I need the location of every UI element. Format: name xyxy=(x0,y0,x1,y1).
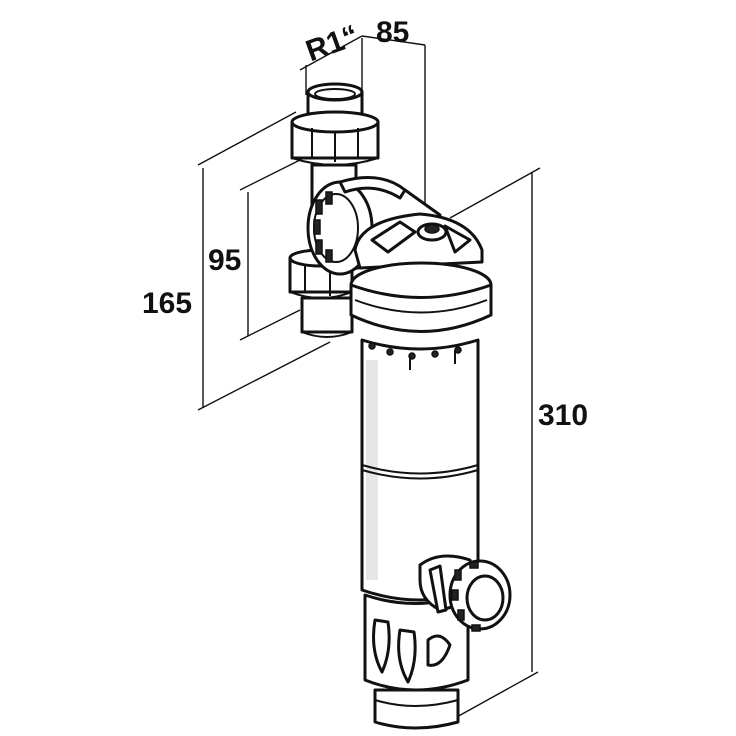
height-310-label: 310 xyxy=(538,399,588,432)
offset-85-label: 85 xyxy=(376,16,409,49)
height-165-label: 165 xyxy=(142,287,192,320)
thread-size-label: R1“ xyxy=(302,19,363,68)
height-95-label: 95 xyxy=(208,244,241,277)
drain-valve-knob xyxy=(418,554,512,632)
drain-section xyxy=(363,593,470,730)
dimension-lines xyxy=(197,35,541,719)
filter-head xyxy=(349,212,493,333)
